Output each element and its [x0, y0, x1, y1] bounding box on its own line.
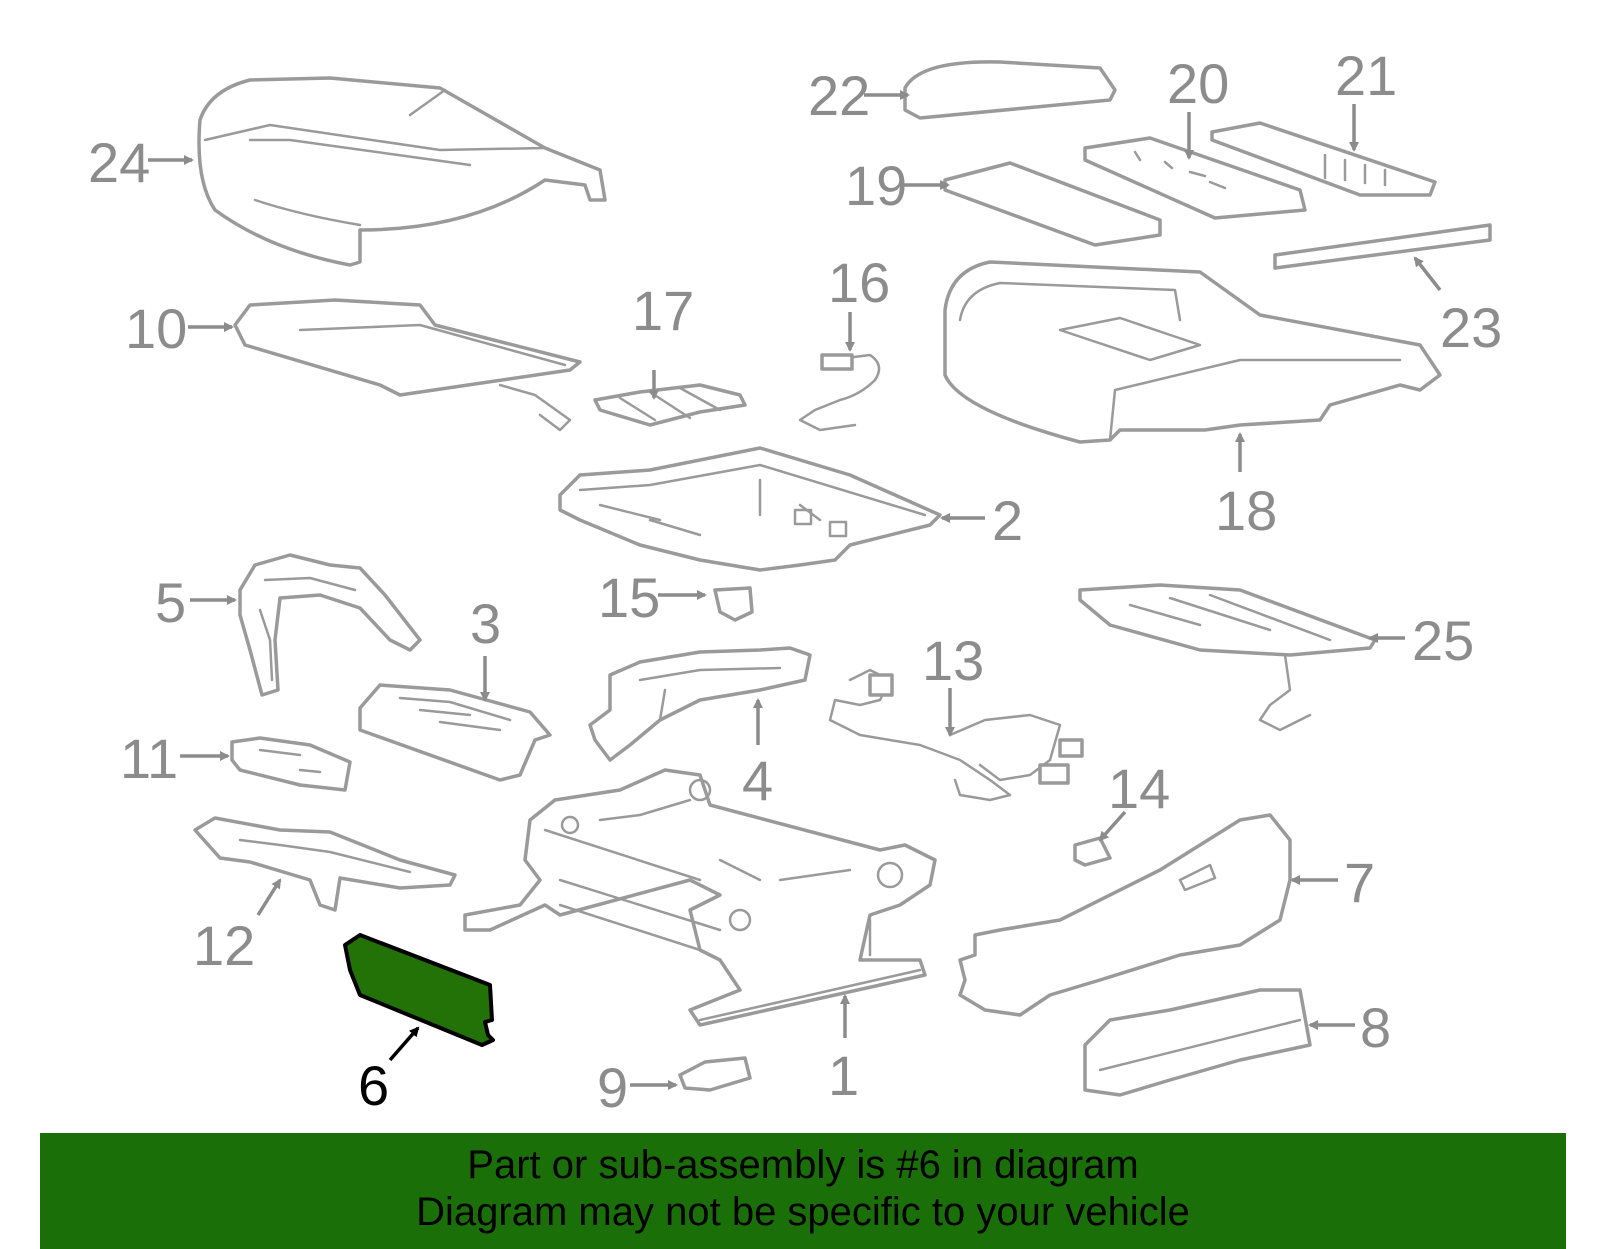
callout-19: 19	[845, 154, 907, 217]
part-8-lower-shield	[1083, 988, 1312, 1097]
callout-24: 24	[88, 131, 150, 194]
callout-17: 17	[632, 279, 694, 342]
callout-23: 23	[1440, 296, 1502, 359]
callout-15: 15	[598, 566, 660, 629]
part-24-cushion-cover	[197, 76, 607, 267]
part-13-wire-harness	[828, 668, 1084, 802]
callout-18: 18	[1215, 479, 1277, 542]
callout-22: 22	[808, 64, 870, 127]
part-9-cover-cap	[678, 1056, 752, 1092]
part-7-outer-shield	[958, 813, 1292, 1017]
part-2-seat-pan	[558, 446, 942, 572]
callout-25: 25	[1412, 609, 1474, 672]
callout-11: 11	[120, 727, 178, 790]
leader-arrows	[148, 90, 1442, 1090]
part-5-side-bracket	[238, 553, 422, 697]
part-12-track-bracket	[193, 816, 457, 912]
callout-20: 20	[1167, 52, 1229, 115]
part-4-bracket	[588, 646, 812, 762]
callout-5: 5	[155, 571, 186, 634]
callout-6-highlighted: 6	[358, 1054, 389, 1117]
callout-12: 12	[193, 914, 255, 977]
callout-10: 10	[125, 297, 187, 360]
part-17-clip-retainer	[593, 383, 747, 427]
part-19-foam-pad	[943, 161, 1162, 247]
callout-7: 7	[1344, 851, 1375, 914]
part-15-bracket	[713, 586, 754, 622]
part-info-banner: Part or sub-assembly is #6 in diagram Di…	[40, 1133, 1566, 1249]
part-20-heater-pad	[1083, 136, 1307, 220]
part-3-trim-panel	[358, 683, 552, 782]
part-25-sensor-mat	[1078, 583, 1377, 732]
part-16-wire-harness	[798, 353, 881, 432]
callout-13: 13	[922, 629, 984, 692]
callout-3: 3	[470, 592, 501, 655]
banner-line-disclaimer: Diagram may not be specific to your vehi…	[416, 1190, 1190, 1234]
callout-2: 2	[992, 489, 1023, 552]
callout-1: 1	[828, 1044, 859, 1107]
callout-4: 4	[742, 749, 773, 812]
part-11-switch-housing	[230, 736, 352, 792]
part-23-trim-strip	[1273, 223, 1492, 270]
part-14-cap	[1073, 836, 1112, 867]
callout-14: 14	[1108, 757, 1170, 820]
callout-21: 21	[1335, 44, 1397, 107]
part-22-trim-panel	[903, 60, 1117, 120]
part-18-cushion-pad	[943, 260, 1442, 444]
banner-line-part: Part or sub-assembly is #6 in diagram	[467, 1143, 1139, 1187]
part-6-highlighted-panel	[343, 933, 495, 1047]
callout-labels: 24 22 20 21 19 23 18 10 17 16 2 15 25 5 …	[88, 44, 1502, 1119]
part-1-seat-adjuster	[463, 768, 937, 1027]
callout-9: 9	[597, 1056, 628, 1119]
callout-16: 16	[828, 251, 890, 314]
part-21-heater-pad	[1210, 121, 1437, 197]
seat-parts-diagram: 24 22 20 21 19 23 18 10 17 16 2 15 25 5 …	[88, 44, 1502, 1119]
callout-8: 8	[1360, 996, 1391, 1059]
part-10-cushion-heater	[233, 298, 582, 432]
